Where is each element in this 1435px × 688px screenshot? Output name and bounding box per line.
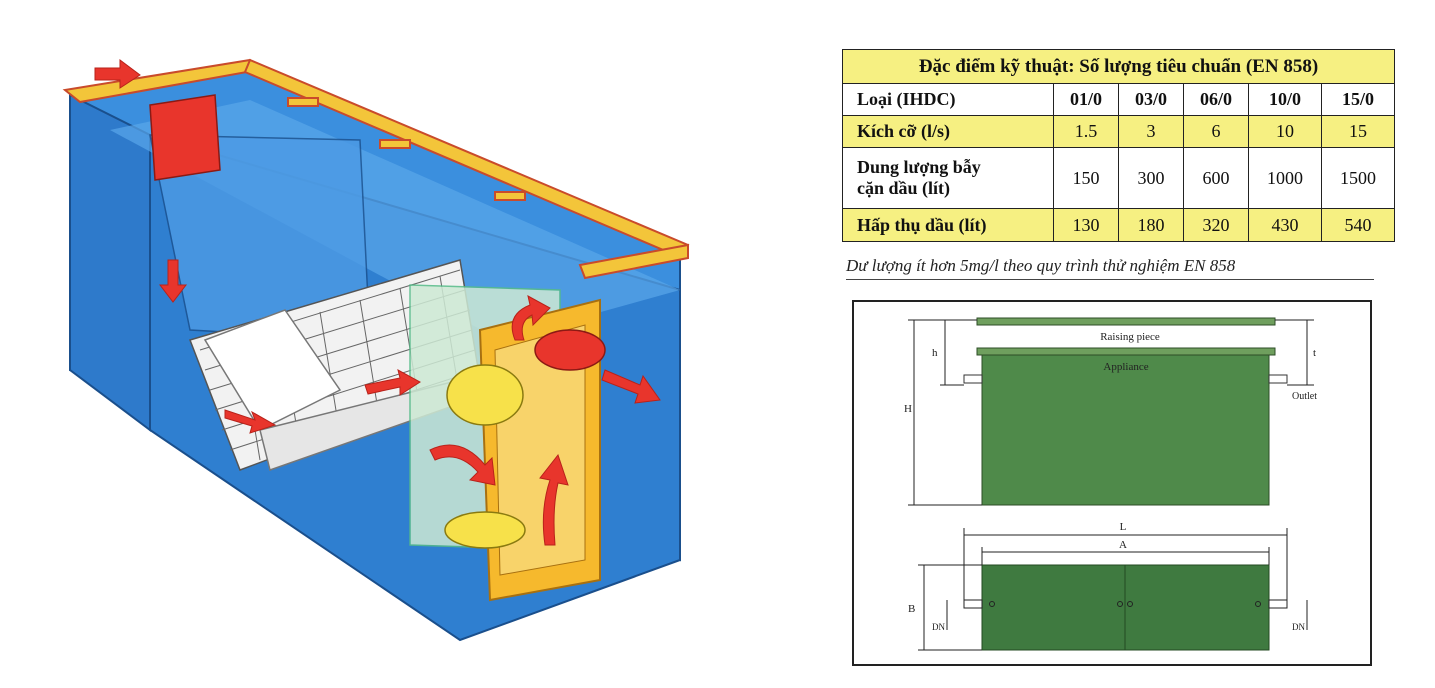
table-row: Kích cỡ (l/s) 1.5 3 6 10 15 (842, 115, 1395, 148)
dim-h-label: H (904, 403, 912, 415)
table-cell: 600 (1183, 147, 1249, 209)
dim-b-label: B (908, 603, 915, 615)
table-cell: 1.5 (1053, 115, 1119, 148)
dim-a-label: A (1119, 539, 1127, 551)
row-label: Loại (IHDC) (842, 83, 1054, 116)
outlet-label: Outlet (1292, 391, 1317, 402)
table-cell: 430 (1248, 208, 1322, 242)
rim-notch (379, 139, 411, 149)
table-title-row: Đặc điểm kỹ thuật: Số lượng tiêu chuẩn (… (842, 49, 1395, 84)
top-view-dimensions (918, 528, 1308, 651)
float-base (444, 511, 526, 549)
tank-rim-front (578, 243, 689, 280)
dim-dn-left-label: DN (932, 622, 945, 632)
filter-plate (203, 309, 342, 431)
flow-arrows (94, 59, 661, 546)
row-label-line: cặn dầu (lít) (857, 178, 951, 198)
curve-arrow-icon (511, 295, 551, 341)
table-cell: 150 (1053, 147, 1119, 209)
separator-tank-illustration (62, 58, 690, 642)
table-cell: 3 (1118, 115, 1184, 148)
float-valve (446, 364, 524, 426)
flow-arrow-icon (224, 409, 277, 434)
spec-table: Đặc điểm kỹ thuật: Số lượng tiêu chuẩn (… (842, 49, 1395, 242)
dim-l-label: L (1120, 521, 1127, 533)
dimension-drawing: Raising piece Appliance Outlet H h t L A… (852, 300, 1372, 666)
tank-left-side (69, 93, 151, 432)
table-cell: 540 (1321, 208, 1395, 242)
table-cell: 180 (1118, 208, 1184, 242)
table-cell: 06/0 (1183, 83, 1249, 116)
dim-dn-right-label: DN (1292, 622, 1305, 632)
rim-notch (287, 97, 319, 107)
table-cell: 10 (1248, 115, 1322, 148)
table-cell: 6 (1183, 115, 1249, 148)
table-cell: 1000 (1248, 147, 1322, 209)
table-cell: 1500 (1321, 147, 1395, 209)
table-cell: 130 (1053, 208, 1119, 242)
appliance-lid (976, 347, 1276, 356)
dim-h-small-label: h (932, 347, 938, 359)
table-title: Đặc điểm kỹ thuật: Số lượng tiêu chuẩn (… (842, 49, 1395, 84)
table-cell: 15 (1321, 115, 1395, 148)
down-arrow-icon (158, 259, 188, 303)
row-label: Hấp thụ dầu (lít) (842, 208, 1054, 242)
curve-arrow-icon (429, 444, 496, 486)
appliance-body (981, 354, 1270, 506)
outlet-stub (1268, 374, 1288, 384)
table-cell: 03/0 (1118, 83, 1184, 116)
inlet-arrow-icon (94, 59, 141, 89)
table-row: Dung lượng bẫy cặn dầu (lít) 150 300 600… (842, 147, 1395, 209)
table-row: Hấp thụ dầu (lít) 130 180 320 430 540 (842, 208, 1395, 242)
raising-piece (976, 317, 1276, 326)
test-note: Dư lượng ít hơn 5mg/l theo quy trình thử… (846, 256, 1374, 280)
row-label: Kích cỡ (l/s) (842, 115, 1054, 148)
flow-arrow-icon (364, 369, 421, 396)
dimension-lines (908, 319, 1314, 506)
up-arrow-icon (539, 453, 569, 546)
dim-t-label: t (1313, 347, 1316, 359)
row-label: Dung lượng bẫy cặn dầu (lít) (842, 147, 1054, 209)
raising-piece-label: Raising piece (1100, 331, 1160, 343)
outlet-pipe (534, 329, 606, 371)
table-row: Loại (IHDC) 01/0 03/0 06/0 10/0 15/0 (842, 83, 1395, 116)
inlet-stub (963, 374, 983, 384)
table-cell: 320 (1183, 208, 1249, 242)
table-cell: 15/0 (1321, 83, 1395, 116)
rim-notch (494, 191, 526, 201)
appliance-label: Appliance (1103, 361, 1148, 373)
outlet-arrow-icon (601, 369, 661, 404)
table-cell: 01/0 (1053, 83, 1119, 116)
row-label-line: Dung lượng bẫy (857, 157, 981, 177)
inlet-pipe-box (149, 94, 221, 181)
table-cell: 300 (1118, 147, 1184, 209)
table-cell: 10/0 (1248, 83, 1322, 116)
